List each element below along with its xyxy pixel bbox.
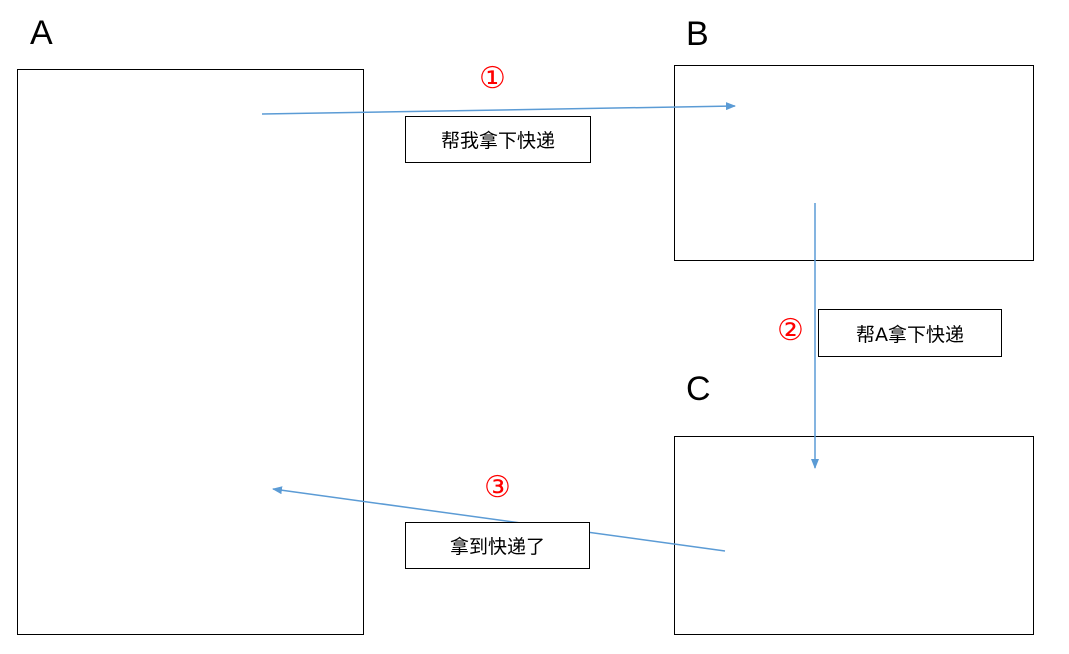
step-1-message: 帮我拿下快递 [405, 116, 591, 163]
node-b-box [674, 65, 1034, 261]
arrow-step-3 [272, 486, 726, 552]
node-b-label: B [686, 15, 709, 53]
step-1-number: ① [479, 61, 506, 96]
step-3-number: ③ [484, 470, 511, 505]
node-a-label: A [30, 14, 53, 52]
node-c-box [674, 436, 1034, 635]
node-a-box [17, 69, 364, 635]
step-2-number: ② [777, 313, 804, 348]
arrow-step-1 [261, 102, 736, 115]
step-2-message: 帮A拿下快递 [818, 309, 1002, 357]
node-c-label: C [686, 370, 711, 408]
step-3-message: 拿到快递了 [405, 522, 590, 569]
